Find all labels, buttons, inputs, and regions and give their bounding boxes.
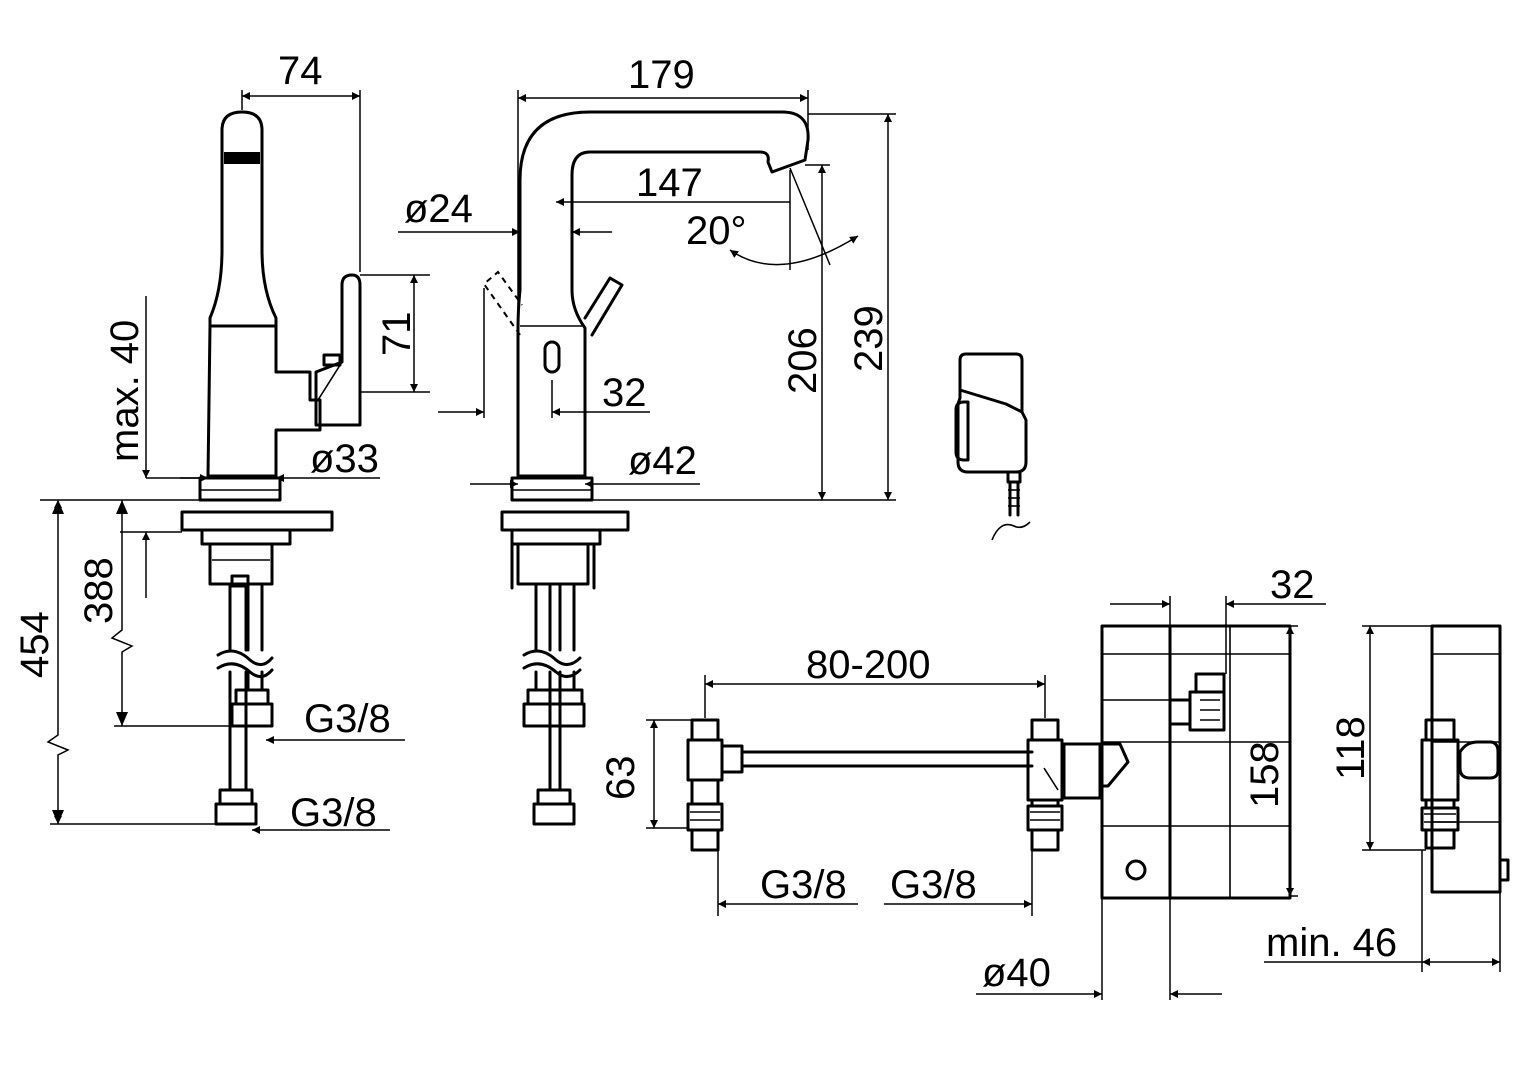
control-box xyxy=(954,352,1031,541)
dim-max40: max. 40 xyxy=(103,320,147,462)
dim-71: 71 xyxy=(375,312,419,357)
mixing-valve-front-dimensions xyxy=(976,596,1326,1000)
dim-dia33: ø33 xyxy=(310,437,379,481)
connection-assembly xyxy=(686,718,1130,852)
dim-74: 74 xyxy=(278,49,323,93)
dim-388: 388 xyxy=(77,557,121,624)
spout-front-view xyxy=(482,110,810,826)
dim-80-200: 80-200 xyxy=(806,643,931,687)
spout-side-view xyxy=(180,110,362,826)
mixing-valve-side xyxy=(1420,624,1510,894)
dim-206: 206 xyxy=(781,327,825,394)
dim-g38-left: G3/8 xyxy=(760,863,847,907)
dim-118: 118 xyxy=(1329,716,1373,780)
dim-dia24: ø24 xyxy=(404,187,473,231)
dim-g38-upper: G3/8 xyxy=(304,697,391,741)
dim-32-valve: 32 xyxy=(1270,563,1315,607)
dim-min46: min. 46 xyxy=(1266,921,1397,965)
mixing-valve-side-dimensions xyxy=(1264,625,1501,972)
dim-g38-right: G3/8 xyxy=(890,863,977,907)
dim-g38-lower: G3/8 xyxy=(290,791,377,835)
dim-147: 147 xyxy=(636,161,703,205)
dim-179: 179 xyxy=(628,53,695,97)
front-view-dimensions xyxy=(398,90,896,501)
dim-239: 239 xyxy=(847,305,891,372)
connection-dimensions xyxy=(646,675,1046,916)
dim-32-front: 32 xyxy=(602,371,647,415)
dim-angle-20: 20° xyxy=(686,209,747,253)
dim-dia40: ø40 xyxy=(982,951,1051,995)
dim-158: 158 xyxy=(1243,741,1287,808)
dim-454: 454 xyxy=(13,611,57,678)
dim-63: 63 xyxy=(599,756,643,801)
dim-dia42: ø42 xyxy=(628,439,697,483)
side-view-dimensions xyxy=(40,90,430,834)
